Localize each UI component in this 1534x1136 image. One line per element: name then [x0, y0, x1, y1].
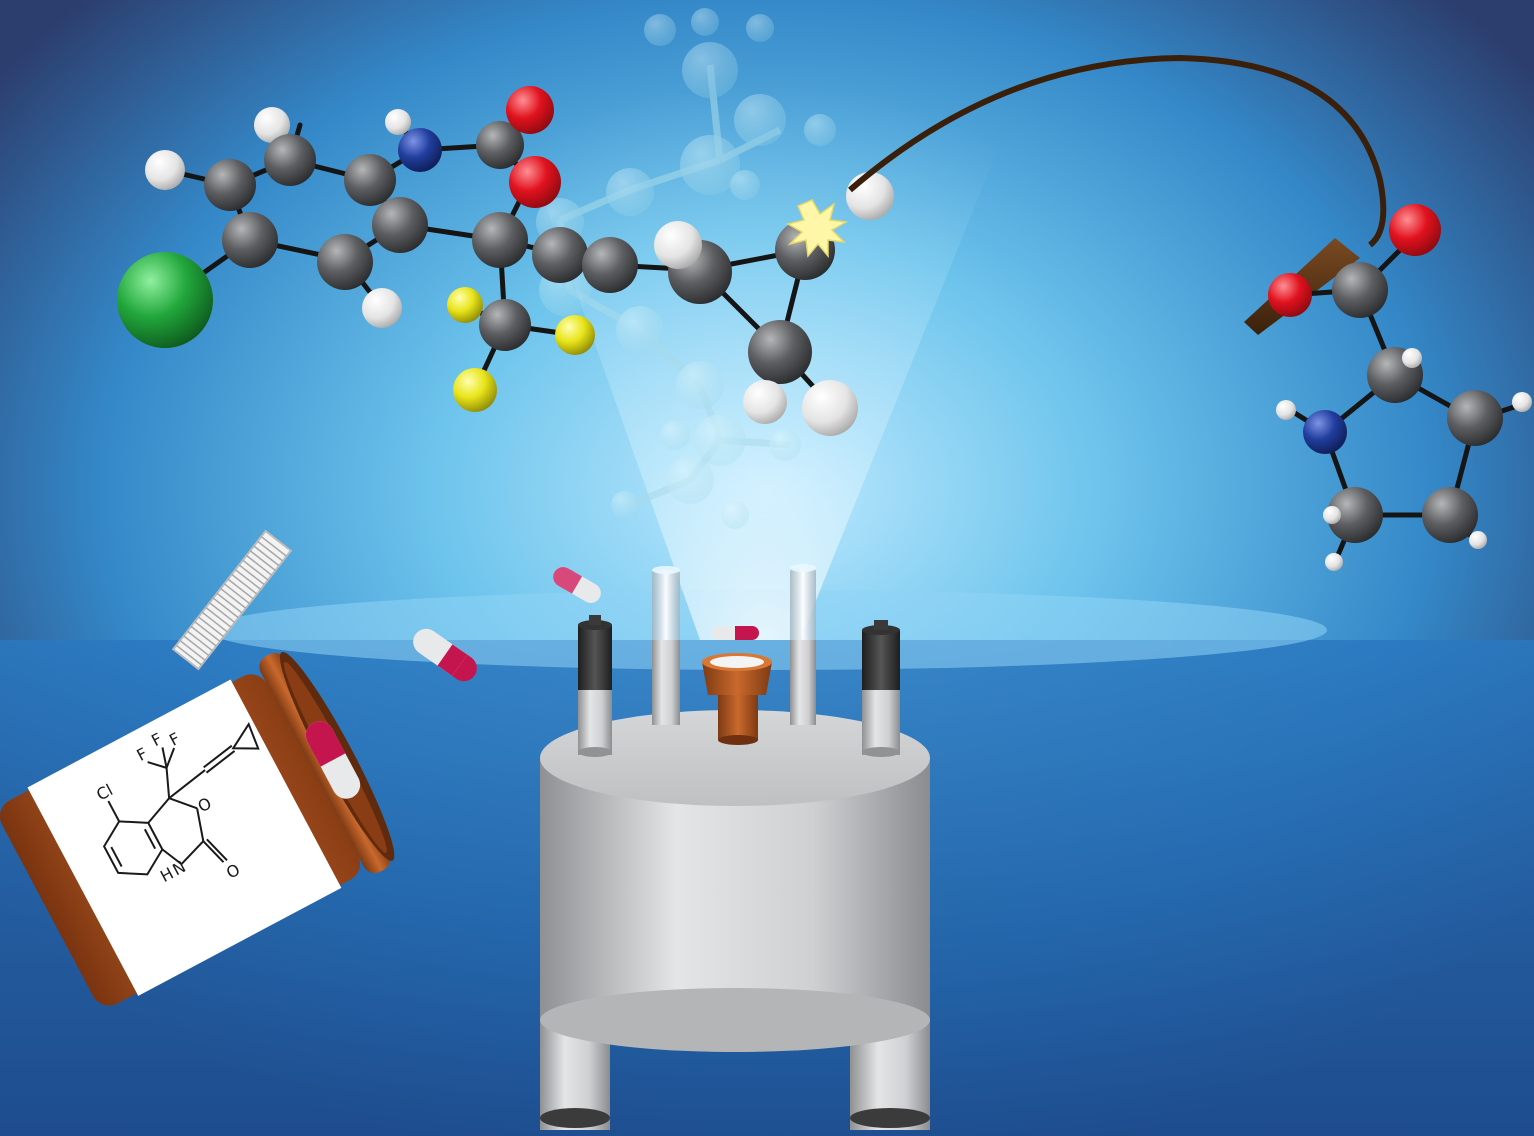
proline-molecule — [1268, 204, 1532, 571]
bottle-cap — [171, 529, 293, 671]
atom-oxygen — [1389, 204, 1441, 256]
main-molecule — [117, 86, 858, 436]
bottle-label — [27, 679, 342, 996]
atom-carbon — [204, 159, 256, 211]
atom-nitrogen — [398, 128, 442, 172]
atom-chlorine — [117, 252, 213, 348]
atom-carbon — [748, 320, 812, 384]
pill-bottle-icon: Cl F F F O N H O — [0, 651, 395, 1006]
atom-carbon — [317, 234, 373, 290]
atom-hydrogen-plucked — [846, 172, 894, 220]
atom-carbon — [1422, 487, 1478, 543]
atom-oxygen — [509, 156, 561, 208]
atom-carbon — [222, 212, 278, 268]
atom-carbon — [479, 299, 531, 351]
atom-hydrogen — [1402, 348, 1422, 368]
capsule-icon — [711, 626, 759, 640]
atom-hydrogen — [362, 288, 402, 328]
spark-icon — [786, 199, 849, 259]
atom-carbon — [582, 237, 638, 293]
ghost-molecule — [536, 8, 836, 529]
atom-carbon — [532, 227, 588, 283]
capsule-icon — [553, 567, 601, 603]
atom-hydrogen — [1323, 506, 1341, 524]
atom-carbon — [476, 121, 524, 169]
reactor-vessel-icon — [540, 564, 930, 1130]
atom-hydrogen — [802, 380, 858, 436]
atom-hydrogen — [385, 109, 411, 135]
atom-carbon — [264, 134, 316, 186]
atom-fluorine — [453, 368, 497, 412]
atom-carbon — [1327, 487, 1383, 543]
atom-hydrogen — [1325, 553, 1343, 571]
atom-fluorine — [447, 287, 483, 323]
atom-carbon — [372, 197, 428, 253]
atom-hydrogen — [254, 107, 290, 143]
atom-hydrogen — [145, 150, 185, 190]
atom-fluorine — [555, 315, 595, 355]
atom-carbon — [472, 212, 528, 268]
atom-hydrogen — [1276, 400, 1296, 420]
capsule-icon — [413, 628, 477, 682]
atom-carbon — [1332, 262, 1388, 318]
atom-hydrogen — [1469, 531, 1487, 549]
catalyst-line — [848, 54, 1387, 248]
atom-carbon — [344, 154, 396, 206]
atom-hydrogen — [1512, 392, 1532, 412]
capsule-icon — [305, 721, 361, 799]
atom-carbon — [1447, 390, 1503, 446]
atom-nitrogen — [1303, 410, 1347, 454]
atom-hydrogen — [654, 221, 702, 269]
atom-hydrogen — [743, 380, 787, 424]
atom-oxygen — [506, 86, 554, 134]
atom-oxygen — [1268, 273, 1312, 317]
